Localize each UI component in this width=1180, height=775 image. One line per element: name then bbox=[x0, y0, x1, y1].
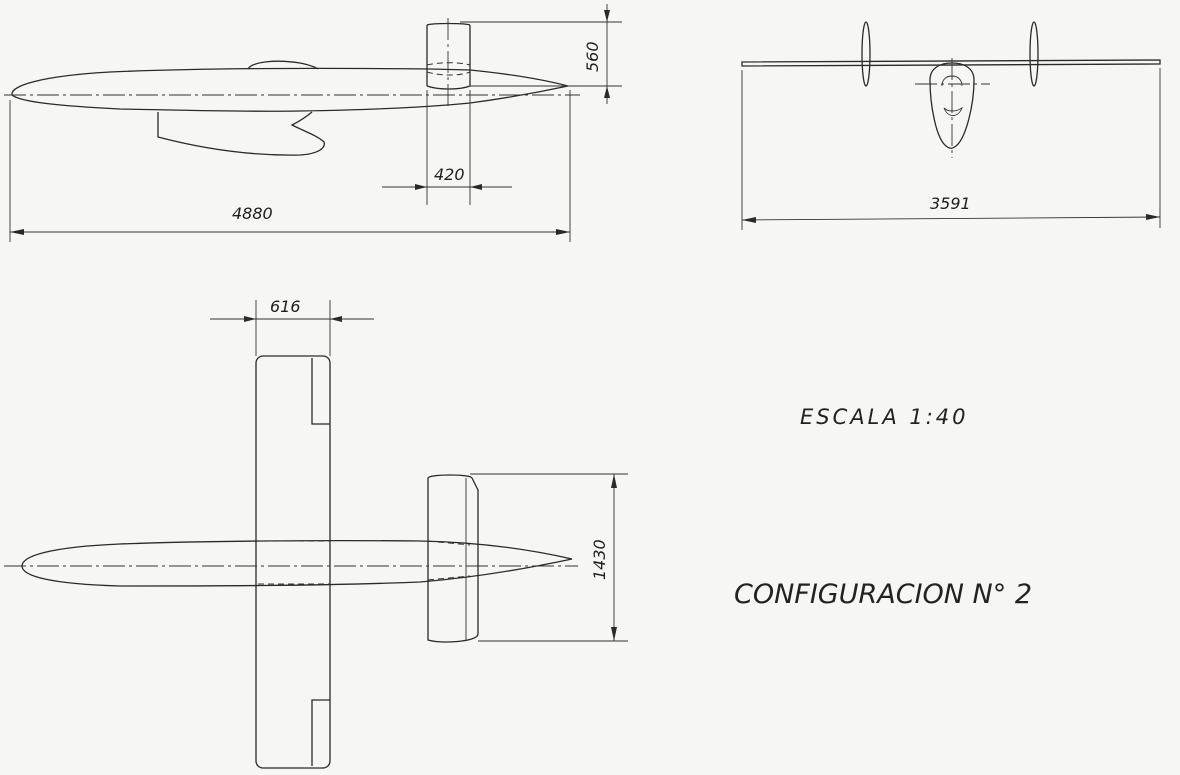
top-horizontal-tail bbox=[427, 474, 479, 643]
side-wing-profile bbox=[157, 111, 325, 156]
top-wing bbox=[255, 355, 331, 769]
dim-arrow bbox=[10, 229, 24, 235]
dim-arrow bbox=[611, 627, 617, 641]
top-fuselage bbox=[21, 539, 573, 587]
dim-arrow bbox=[415, 184, 427, 190]
dim-arrow bbox=[244, 316, 256, 322]
configuration-label: CONFIGURACION N° 2 bbox=[734, 579, 1032, 610]
dim-side-tail-width: 420 bbox=[434, 165, 465, 184]
front-left-rotor bbox=[861, 21, 871, 87]
top-tail-hidden-line bbox=[427, 540, 471, 581]
front-right-rotor bbox=[1029, 21, 1039, 87]
front-fuselage bbox=[929, 62, 975, 149]
dim-arrow bbox=[556, 229, 570, 235]
dim-arrow bbox=[742, 217, 756, 223]
top-aileron-upper bbox=[311, 358, 330, 425]
top-tail-elevator bbox=[465, 477, 479, 640]
top-view: 616 1430 bbox=[4, 297, 628, 769]
top-aileron-lower bbox=[311, 699, 330, 766]
dim-arrow bbox=[604, 10, 610, 22]
dim-top-tail-span: 1430 bbox=[590, 539, 609, 580]
dim-side-tail-height: 560 bbox=[583, 41, 602, 72]
dim-arrow bbox=[1146, 214, 1160, 220]
dim-arrow bbox=[611, 474, 617, 488]
dim-arrow bbox=[330, 316, 342, 322]
dim-arrow bbox=[604, 86, 610, 98]
dim-front-span: 3591 bbox=[930, 194, 971, 213]
side-fuselage bbox=[11, 67, 569, 112]
dim-line-span bbox=[741, 216, 1161, 221]
side-canopy bbox=[247, 60, 319, 70]
side-tail-hidden-line bbox=[426, 62, 471, 76]
dim-side-length: 4880 bbox=[232, 204, 273, 223]
scale-label: ESCALA 1:40 bbox=[800, 405, 969, 429]
top-fuselage-hidden bbox=[258, 540, 330, 585]
side-view: 4880 420 560 bbox=[4, 4, 622, 242]
dim-arrow bbox=[470, 184, 482, 190]
side-tail-outline bbox=[426, 22, 471, 90]
dim-top-wing-chord: 616 bbox=[270, 297, 301, 316]
front-view: 3591 bbox=[741, 21, 1161, 230]
front-wing bbox=[741, 59, 1161, 67]
